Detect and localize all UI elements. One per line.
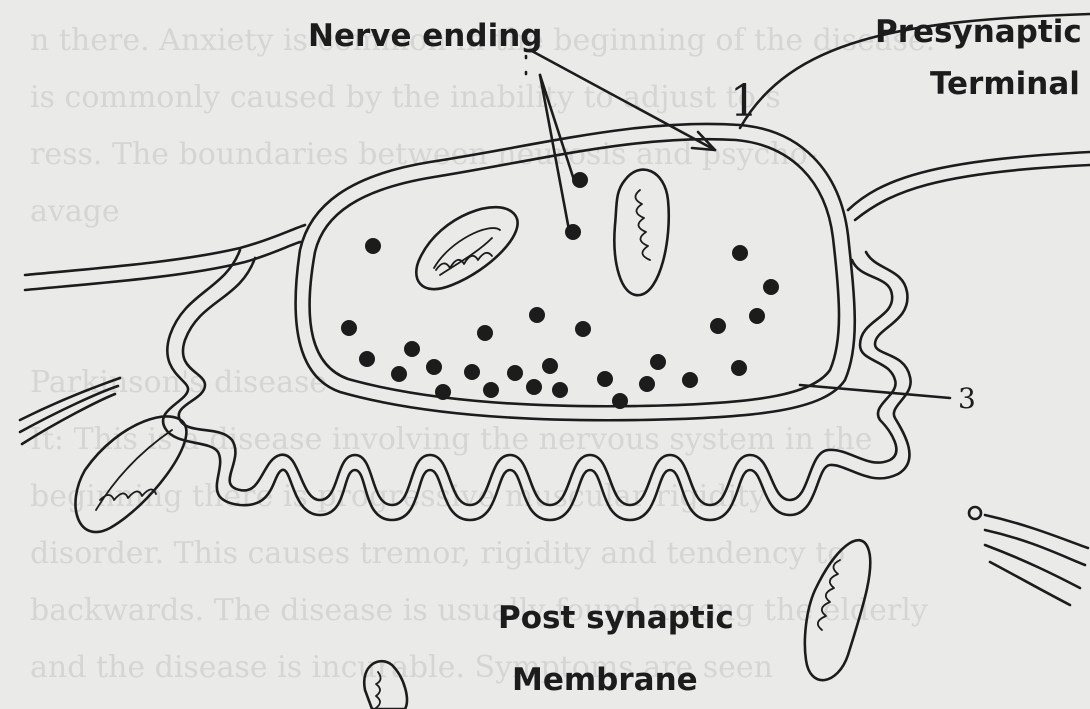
nerve-ending-arrow-1	[530, 50, 715, 150]
vesicle	[391, 366, 407, 382]
vesicle	[732, 245, 748, 261]
label-presynaptic: Presynaptic	[875, 14, 1082, 50]
vesicle	[426, 359, 442, 375]
mitochondrion-5	[364, 661, 407, 709]
mitochondrion-4	[805, 540, 870, 680]
vesicle	[565, 224, 581, 240]
vesicle	[526, 379, 542, 395]
vesicle	[542, 358, 558, 374]
vesicle	[483, 382, 499, 398]
vesicle	[341, 320, 357, 336]
vesicle	[612, 393, 628, 409]
vesicle	[365, 238, 381, 254]
vesicle	[710, 318, 726, 334]
vesicle	[477, 325, 493, 341]
marker-1: 1	[730, 76, 758, 127]
vesicle	[650, 354, 666, 370]
vesicle	[749, 308, 765, 324]
right-fibers	[985, 515, 1088, 548]
vesicle	[359, 351, 375, 367]
vesicle	[552, 382, 568, 398]
vesicle	[763, 279, 779, 295]
vesicle	[639, 376, 655, 392]
vesicle	[435, 384, 451, 400]
vesicle	[464, 364, 480, 380]
vesicle	[575, 321, 591, 337]
mitochondrion-1	[416, 207, 517, 289]
label-terminal: Terminal	[930, 66, 1080, 102]
label-nerve-ending: Nerve ending	[308, 18, 542, 54]
marker-3: 3	[958, 382, 976, 415]
vesicle	[682, 372, 698, 388]
label-membrane: Membrane	[512, 662, 698, 698]
vesicle	[731, 360, 747, 376]
label-post-synaptic: Post synaptic	[498, 600, 734, 636]
vesicle	[572, 172, 588, 188]
leader-line-3	[800, 385, 950, 398]
vesicle	[529, 307, 545, 323]
synaptic-vesicles	[341, 172, 779, 409]
mitochondrion-2	[614, 170, 668, 296]
vesicle	[404, 341, 420, 357]
upper-membrane-left	[25, 225, 305, 275]
vesicle	[597, 371, 613, 387]
presynaptic-membrane-outer	[296, 124, 855, 420]
vesicle	[507, 365, 523, 381]
